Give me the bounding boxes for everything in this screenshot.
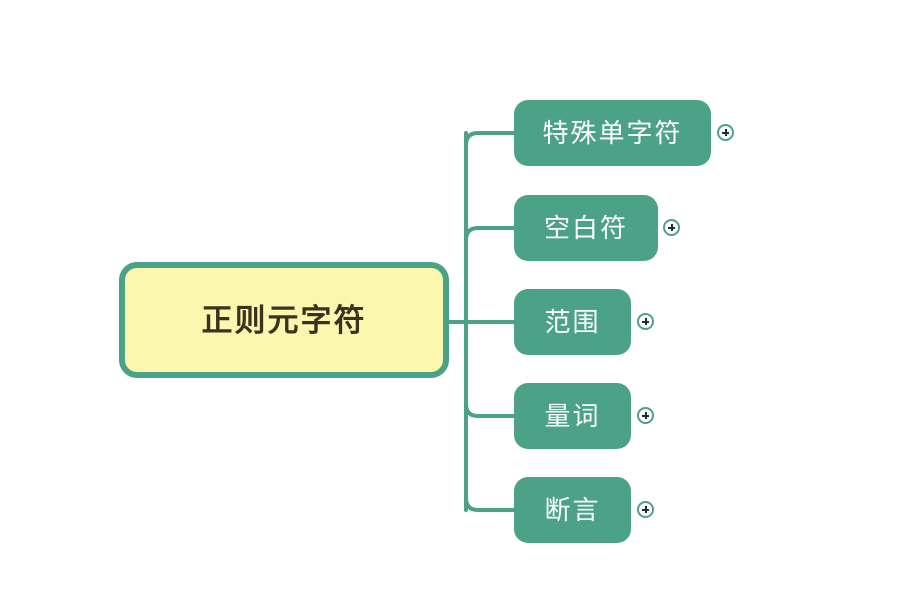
root-node[interactable]: 正则元字符 [119, 262, 449, 378]
root-node-label: 正则元字符 [201, 302, 367, 338]
plus-circle-icon[interactable] [637, 407, 654, 424]
child-node-assertion[interactable]: 断言 [514, 477, 631, 543]
child-node-quantifier[interactable]: 量词 [514, 383, 631, 449]
child-node-special-chars[interactable]: 特殊单字符 [514, 100, 711, 166]
child-node-whitespace[interactable]: 空白符 [514, 195, 658, 261]
child-node-label: 范围 [544, 307, 601, 337]
child-node-label: 断言 [544, 495, 601, 525]
child-node-label: 量词 [544, 401, 601, 431]
plus-circle-icon[interactable] [717, 124, 734, 141]
plus-circle-icon[interactable] [663, 219, 680, 236]
child-node-range[interactable]: 范围 [514, 289, 631, 355]
child-node-label: 特殊单字符 [542, 118, 683, 148]
plus-circle-icon[interactable] [637, 313, 654, 330]
child-node-label: 空白符 [543, 213, 628, 243]
plus-circle-icon[interactable] [637, 501, 654, 518]
